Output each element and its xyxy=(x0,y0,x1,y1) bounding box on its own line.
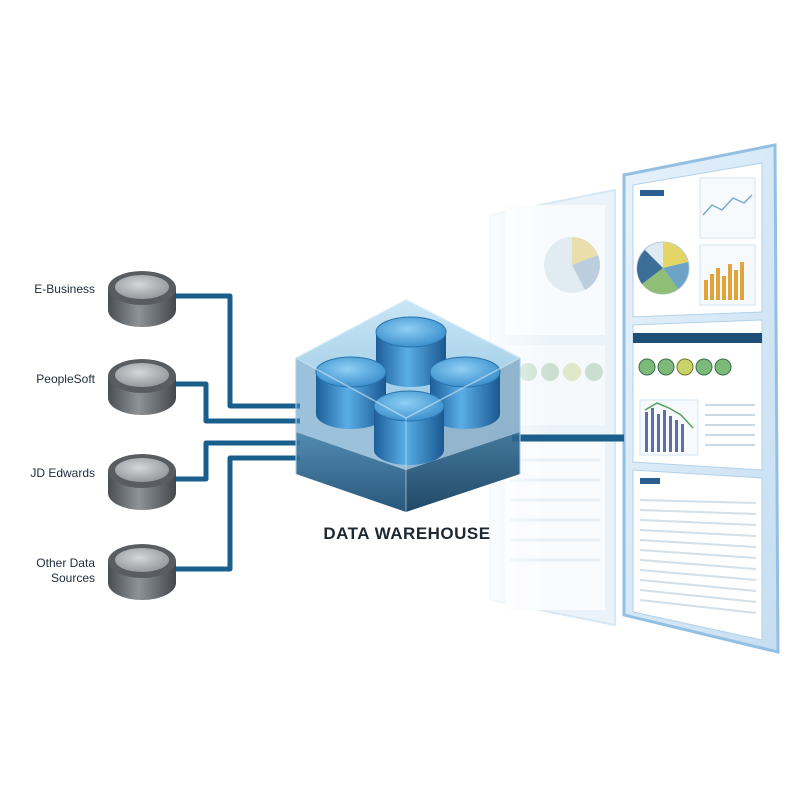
database-disk-icon xyxy=(108,544,176,600)
connector-peoplesoft xyxy=(176,381,300,424)
warehouse-cube-icon xyxy=(295,299,521,512)
database-disk-icon xyxy=(373,390,445,465)
database-disk-icon xyxy=(108,359,176,415)
source-label-line: E-Business xyxy=(34,282,95,296)
source-label-line: Sources xyxy=(50,571,95,585)
dashboard-pane-table xyxy=(632,469,763,641)
database-disk-icon xyxy=(375,316,447,387)
source-connectors xyxy=(176,293,624,572)
source-label-line: Other Data xyxy=(36,556,95,570)
source-databases xyxy=(108,271,176,600)
database-disk-icon xyxy=(108,271,176,327)
connector-e-business xyxy=(176,293,300,409)
source-label-line: PeopleSoft xyxy=(36,372,95,386)
source-label-other-data-sources: Other Data Sources xyxy=(0,556,95,586)
dashboard-pane-charts xyxy=(632,162,763,318)
database-disk-icon xyxy=(429,356,501,429)
source-label-peoplesoft: PeopleSoft xyxy=(0,372,95,387)
connector-jd-edwards xyxy=(176,440,300,482)
connector-other-sources xyxy=(176,455,300,572)
source-label-e-business: E-Business xyxy=(0,282,95,297)
dashboard-screen-icon xyxy=(622,143,780,654)
database-disk-icon xyxy=(315,356,387,429)
database-disk-icon xyxy=(108,454,176,510)
warehouse-title: DATA WAREHOUSE xyxy=(323,524,491,543)
dashboard-pane-gauges xyxy=(632,319,763,471)
source-label-line: JD Edwards xyxy=(30,466,95,480)
source-label-jd-edwards: JD Edwards xyxy=(0,466,95,481)
